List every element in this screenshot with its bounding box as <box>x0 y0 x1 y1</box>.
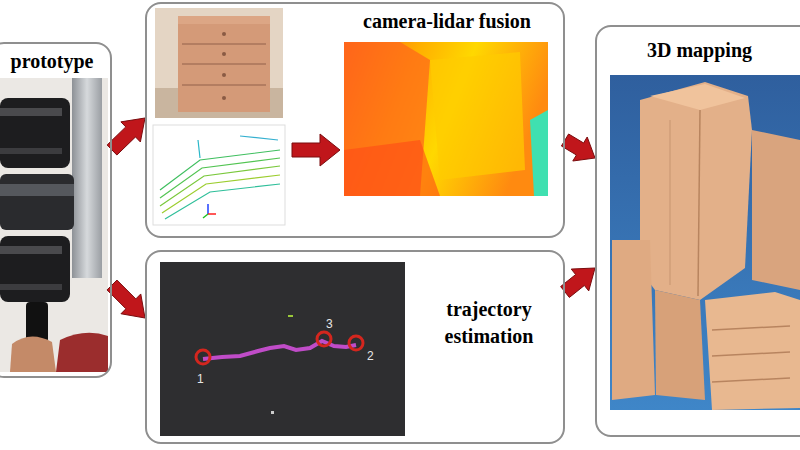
trajectory-path <box>203 341 356 359</box>
plot-dot <box>288 315 293 317</box>
lens-ring <box>0 148 62 154</box>
panel-title: prototype <box>2 48 102 75</box>
pointcloud-edge <box>712 352 790 356</box>
dresser <box>178 22 270 112</box>
panel-title: trajectory estimation <box>415 296 563 350</box>
camera-lens <box>0 236 70 302</box>
stage-panel: prototype <box>0 42 112 378</box>
scan-line <box>198 140 200 158</box>
panel-title: 3D mapping <box>597 37 800 64</box>
panel-title: camera-lidar fusion <box>337 8 557 35</box>
stage-panel: trajectory estimation <box>145 250 565 444</box>
camera-lens <box>0 98 70 168</box>
pointcloud-side <box>612 240 655 400</box>
lens-ring <box>0 108 62 116</box>
depth-map <box>344 42 548 196</box>
pointcloud-dresser <box>705 292 800 410</box>
plot-dot <box>271 411 274 414</box>
pointcloud-edge <box>670 120 671 285</box>
mount-plate <box>72 78 102 278</box>
photo-background <box>155 8 283 118</box>
map-background <box>610 75 800 410</box>
pointcloud-edge <box>698 110 700 296</box>
depth-region <box>344 140 440 196</box>
lidar-scan <box>160 136 280 219</box>
keyframe-marker <box>317 332 331 346</box>
scan-line <box>160 158 280 198</box>
pointcloud-edge <box>712 326 790 330</box>
drawer-knob <box>222 73 226 77</box>
keyframe-marker <box>196 350 210 364</box>
dresser-top <box>178 16 270 24</box>
axis-x <box>208 213 216 215</box>
lens-ring <box>0 284 62 290</box>
pointcloud-wall <box>752 130 800 290</box>
block-arrow <box>107 118 145 155</box>
scan-line <box>160 150 280 190</box>
axis-z <box>207 204 209 214</box>
drawer-line <box>182 84 266 86</box>
pointcloud-top <box>650 84 745 110</box>
lidar-band <box>0 184 74 196</box>
lens-ring <box>0 246 62 254</box>
block-arrow <box>561 268 595 297</box>
drawer-line <box>182 63 266 65</box>
drawer-knob <box>222 52 226 56</box>
callout-number: 3 <box>326 318 333 330</box>
hand <box>10 336 56 372</box>
keyframe-marker <box>349 336 363 350</box>
drawer-knob <box>222 32 226 36</box>
depth-region <box>530 110 548 196</box>
scan-line <box>165 184 280 219</box>
drawer-knob <box>222 96 226 100</box>
drawer-line <box>182 43 266 45</box>
sleeve <box>56 333 108 372</box>
block-arrow <box>561 134 595 161</box>
axis-y <box>203 214 208 218</box>
block-arrow <box>292 134 340 166</box>
lidar-unit <box>0 174 74 230</box>
plot-background <box>160 262 405 436</box>
scan-line <box>240 136 278 140</box>
pointcloud-wardrobe <box>640 82 752 300</box>
pointcloud-base <box>655 290 705 400</box>
callout-number: 2 <box>367 350 374 362</box>
pointcloud-edge <box>712 378 790 382</box>
callout-number: 1 <box>197 373 204 385</box>
block-arrow <box>107 280 145 318</box>
scan-background <box>153 125 285 225</box>
photo-background <box>0 78 108 372</box>
stage-panel: 3D mapping <box>595 25 800 437</box>
scan-line <box>162 175 280 213</box>
stage-panel: camera-lidar fusion <box>145 2 565 238</box>
depth-region <box>430 52 525 180</box>
